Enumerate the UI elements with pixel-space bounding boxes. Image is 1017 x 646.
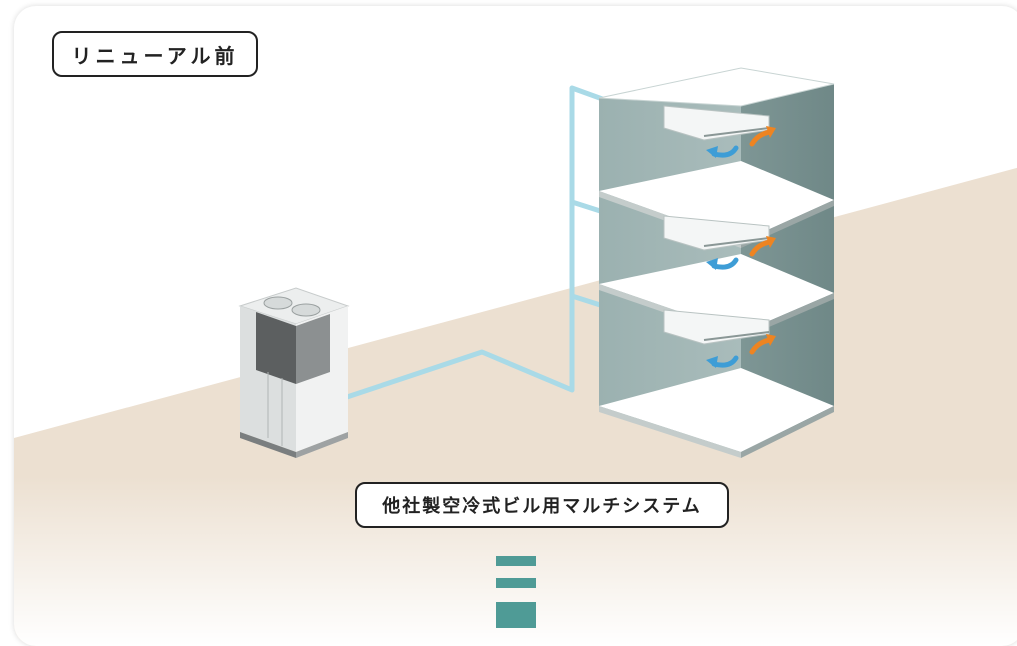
before-renewal-label: リニューアル前 [52,31,258,77]
ceiling-cassette-icon [663,309,770,345]
diagram-card: リニューアル前 他社製空冷式ビル用マルチシステム [14,6,1017,646]
floor-slab [599,368,834,458]
cold-airflow-icon [706,145,739,158]
warm-airflow-icon [749,236,776,257]
outdoor-unit-icon [238,287,350,458]
ceiling-cassette-icon [663,215,770,251]
cold-airflow-icon [706,355,739,368]
cold-airflow-icon [706,257,739,270]
warm-airflow-icon [749,126,776,147]
warm-airflow-icon [749,334,776,355]
ceiling-cassette-icon [663,105,770,141]
building [598,67,835,458]
system-caption: 他社製空冷式ビル用マルチシステム [355,482,729,528]
system-illustration [14,67,1017,646]
